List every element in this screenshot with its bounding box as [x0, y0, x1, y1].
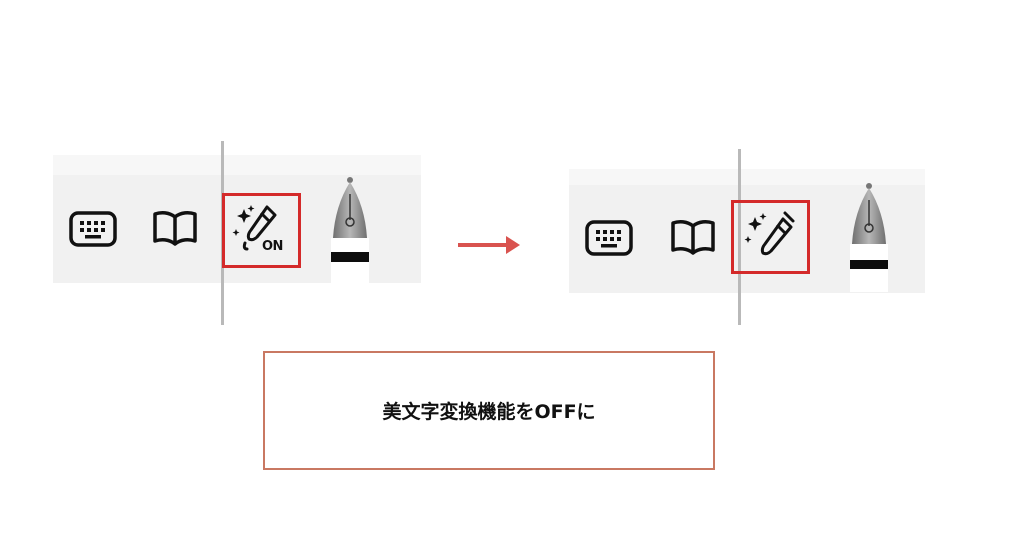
before-toolbar-panel: ON	[53, 141, 421, 325]
beautify-toggle-button[interactable]: ON	[231, 199, 295, 261]
toolbar-divider	[738, 149, 741, 325]
arrow-right-icon	[458, 236, 520, 254]
keyboard-button[interactable]	[69, 209, 117, 249]
book-icon	[671, 220, 715, 255]
sparkle-pen-icon	[232, 205, 277, 251]
keyboard-button[interactable]	[585, 218, 633, 258]
dictionary-button[interactable]	[669, 216, 717, 258]
highlight-frame	[222, 193, 301, 268]
on-badge: ON	[262, 239, 283, 254]
keyboard-icon	[69, 211, 117, 247]
fountain-pen-icon	[331, 177, 369, 286]
dictionary-button[interactable]	[151, 207, 199, 249]
beautify-toggle-button[interactable]	[743, 209, 799, 265]
highlight-frame	[731, 200, 810, 274]
toolbar-top-band	[569, 169, 925, 187]
caption-text: 美文字変換機能をOFFに	[382, 401, 596, 423]
keyboard-icon	[585, 220, 633, 256]
fountain-pen-icon	[850, 183, 888, 292]
toolbar-top-band	[53, 155, 421, 177]
caption-box: 美文字変換機能をOFFに	[263, 351, 715, 470]
sparkle-pen-icon	[744, 211, 795, 256]
book-icon	[153, 211, 197, 246]
transition-arrow	[456, 234, 522, 256]
after-toolbar-panel	[569, 149, 925, 325]
fountain-pen-button[interactable]	[844, 180, 894, 292]
fountain-pen-button[interactable]	[325, 174, 375, 286]
